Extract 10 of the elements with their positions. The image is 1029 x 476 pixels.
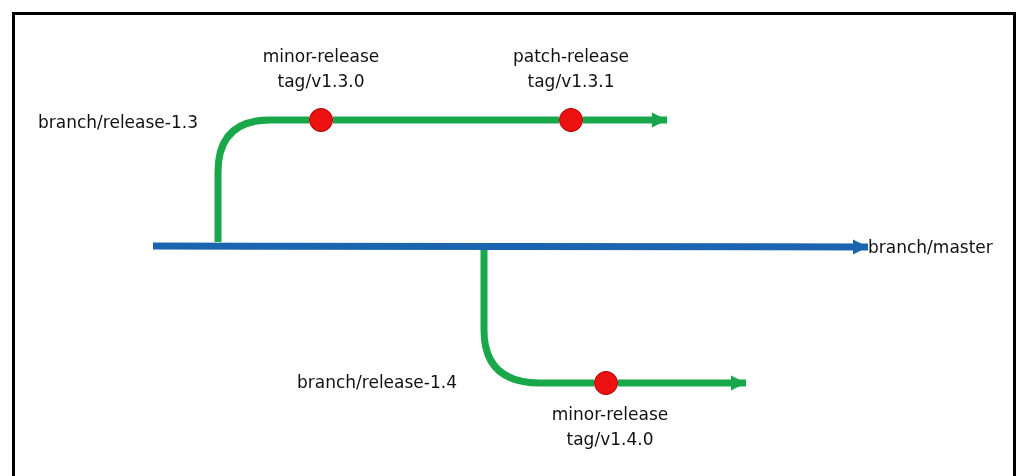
tag-label: minor-release tag/v1.4.0 [550, 403, 670, 451]
commit-dot [309, 108, 333, 132]
commit-dot [559, 108, 583, 132]
branch-label: branch/master [868, 236, 993, 258]
branch-line [333, 116, 559, 124]
branch-label: branch/release-1.3 [38, 111, 198, 133]
tag-label: patch-release tag/v1.3.1 [511, 45, 631, 93]
tag-label: minor-release tag/v1.3.0 [261, 45, 381, 93]
commit-dot [594, 371, 618, 395]
branch-label: branch/release-1.4 [297, 371, 457, 393]
